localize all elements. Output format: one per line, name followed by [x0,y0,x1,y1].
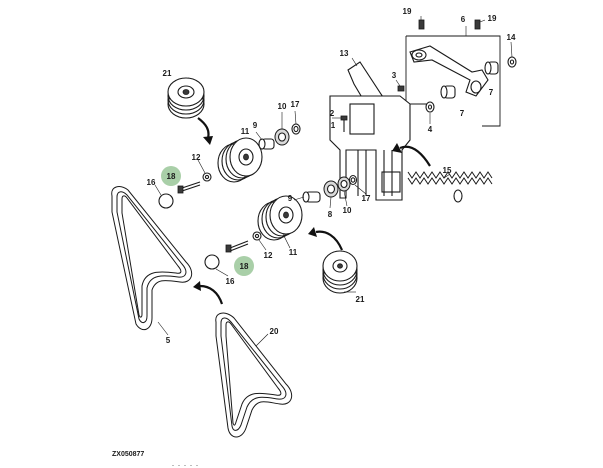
callout-label: 9 [253,121,258,130]
cap-screw-part [225,240,249,253]
callout-label: 17 [291,100,300,109]
callout-label: 17 [362,194,371,203]
callout-label: 6 [461,15,466,24]
callout-label: 10 [343,206,352,215]
spacer-part [302,191,321,203]
callout-label: 16 [226,277,235,286]
scan-artifact [172,465,198,466]
set-screw-part [418,19,425,30]
spacer-part [258,138,275,150]
bolt-part [395,79,405,92]
pulley-drop-arrow [197,117,213,145]
callout-label: 10 [278,102,287,111]
pulley-lift-arrow [308,227,344,251]
idler-pulley-part [257,195,303,241]
dust-cap-part [204,254,220,270]
figure-id: ZX050877 [112,451,144,458]
spring-hook-arrow [392,143,431,167]
callout-labels: 19 6 19 14 13 3 7 7 4 21 9 10 17 2 1 11 … [147,7,516,345]
callout-label: 4 [428,125,433,134]
callout-label: 12 [264,251,273,260]
set-screw-part [474,19,481,30]
washer-part [425,101,435,124]
tension-spring-part [407,171,493,203]
flat-washer-part [202,172,212,182]
bearing-part [337,176,351,192]
callout-label: 18 [240,262,249,271]
callout-label: 11 [289,248,298,257]
callout-label: 9 [288,194,293,203]
snap-ring-part [291,123,301,135]
callout-label: 8 [328,210,333,219]
grooved-pulley-part [322,250,358,294]
leader-lines [154,16,513,347]
callout-label: 18 [167,172,176,181]
mounting-frame-part [329,95,411,201]
callout-label: 1 [331,121,336,130]
belt-route-arrow [193,281,224,305]
bearing-part [323,180,339,198]
bushing-part [484,61,499,75]
callout-label: 3 [392,71,397,80]
callout-label: 14 [507,33,516,42]
flat-washer-part [252,231,262,241]
dust-cap-part [158,193,174,209]
drive-belt-part [215,312,293,438]
callout-label: 2 [330,109,335,118]
callout-label: 7 [489,88,494,97]
callout-label: 21 [163,69,172,78]
grooved-pulley-part [167,77,205,119]
callout-label: 5 [166,336,171,345]
bearing-part [274,128,290,146]
washer-part [507,56,517,68]
callout-label: 19 [403,7,412,16]
bushing-part [440,85,456,99]
callout-highlight [234,256,254,276]
idler-pulley-part [217,137,263,183]
callout-label: 21 [356,295,365,304]
snap-ring-part [348,174,358,186]
callout-label: 13 [340,49,349,58]
callout-label: 7 [460,109,465,118]
idler-arm-part [409,45,489,97]
callout-highlight [161,166,181,186]
drive-belt-part [111,186,193,331]
callout-label: 11 [241,127,250,136]
callout-label: 12 [192,153,201,162]
callout-label: 20 [270,327,279,336]
callout-label: 16 [147,178,156,187]
callout-label: 19 [488,14,497,23]
cap-screw-part [177,181,201,194]
callout-label: 15 [443,166,452,175]
